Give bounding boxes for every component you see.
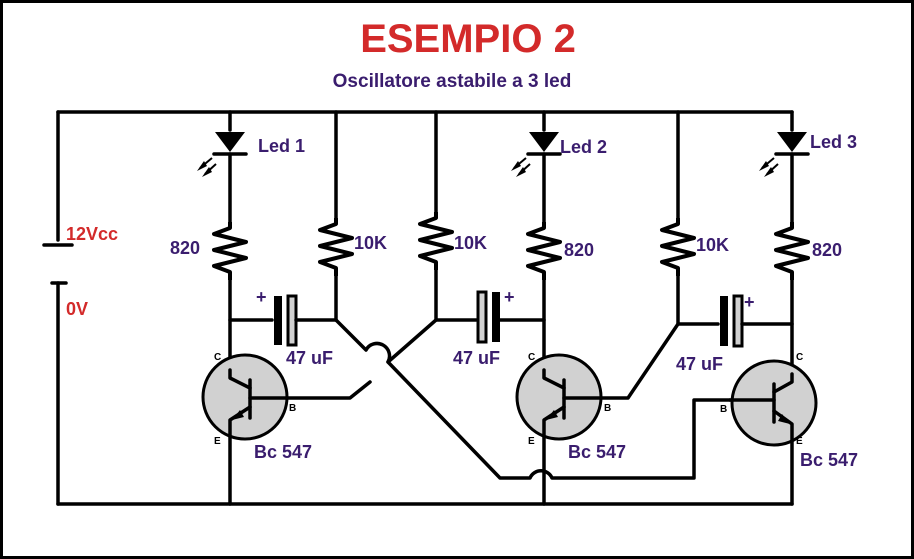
resistor-10k-2: [418, 212, 454, 270]
capacitor-1-plate-a: [274, 296, 282, 345]
transistor-2-pin-e: E: [528, 436, 535, 447]
transistor-1-pin-e: E: [214, 436, 221, 447]
led-1-label: Led 1: [258, 136, 305, 156]
capacitor-2-plus: +: [504, 287, 515, 307]
resistor-820-2-label: 820: [564, 240, 594, 260]
transistor-3-pin-e: E: [796, 436, 803, 447]
transistor-1-pin-c: C: [214, 352, 221, 363]
capacitor-2-plate-b: [492, 292, 500, 342]
transistor-3-pin-b: B: [720, 404, 727, 415]
page-title: ESEMPIO 2: [360, 17, 576, 61]
transistor-3-label: Bc 547: [800, 450, 858, 470]
led-3-symbol: [759, 110, 810, 224]
resistor-10k-1-label: 10K: [354, 233, 387, 253]
resistor-820-1: [212, 222, 248, 280]
capacitor-1-plus: +: [256, 287, 267, 307]
resistor-820-2: [526, 222, 562, 280]
transistor-2-pin-c: C: [528, 352, 535, 363]
battery: [42, 110, 74, 506]
transistor-2-symbol: [515, 322, 680, 506]
transistor-3-symbol: [728, 359, 818, 506]
capacitor-2-plate-a: [476, 290, 488, 344]
capacitor-3-plus: +: [744, 292, 755, 312]
capacitor-3-plate-b: [732, 294, 744, 348]
transistor-3-pin-c: C: [796, 352, 803, 363]
led-3-label: Led 3: [810, 132, 857, 152]
transistor-1-label: Bc 547: [254, 442, 312, 462]
resistor-820-1-label: 820: [170, 238, 200, 258]
capacitor-1-label: 47 uF: [286, 348, 333, 368]
resistor-820-3: [774, 222, 810, 280]
page-subtitle: Oscillatore astabile a 3 led: [333, 71, 572, 92]
led-2-symbol: [511, 110, 562, 224]
led-2-label: Led 2: [560, 137, 607, 157]
resistor-10k-1: [318, 218, 354, 276]
transistor-2-pin-b: B: [604, 403, 611, 414]
capacitor-1-plate-b: [286, 294, 298, 347]
resistor-10k-3: [660, 218, 696, 276]
resistor-10k-2-label: 10K: [454, 233, 487, 253]
capacitor-3-plate-a: [720, 296, 728, 346]
supply-negative-label: 0V: [66, 299, 88, 319]
supply-positive-label: 12Vcc: [66, 224, 118, 244]
led-1-symbol: [197, 110, 248, 224]
capacitor-3-label: 47 uF: [676, 354, 723, 374]
resistor-10k-3-label: 10K: [696, 235, 729, 255]
capacitor-2-label: 47 uF: [453, 348, 500, 368]
transistor-2-label: Bc 547: [568, 442, 626, 462]
transistor-1-pin-b: B: [289, 403, 296, 414]
resistor-820-3-label: 820: [812, 240, 842, 260]
transistor-1-symbol: [201, 353, 372, 506]
